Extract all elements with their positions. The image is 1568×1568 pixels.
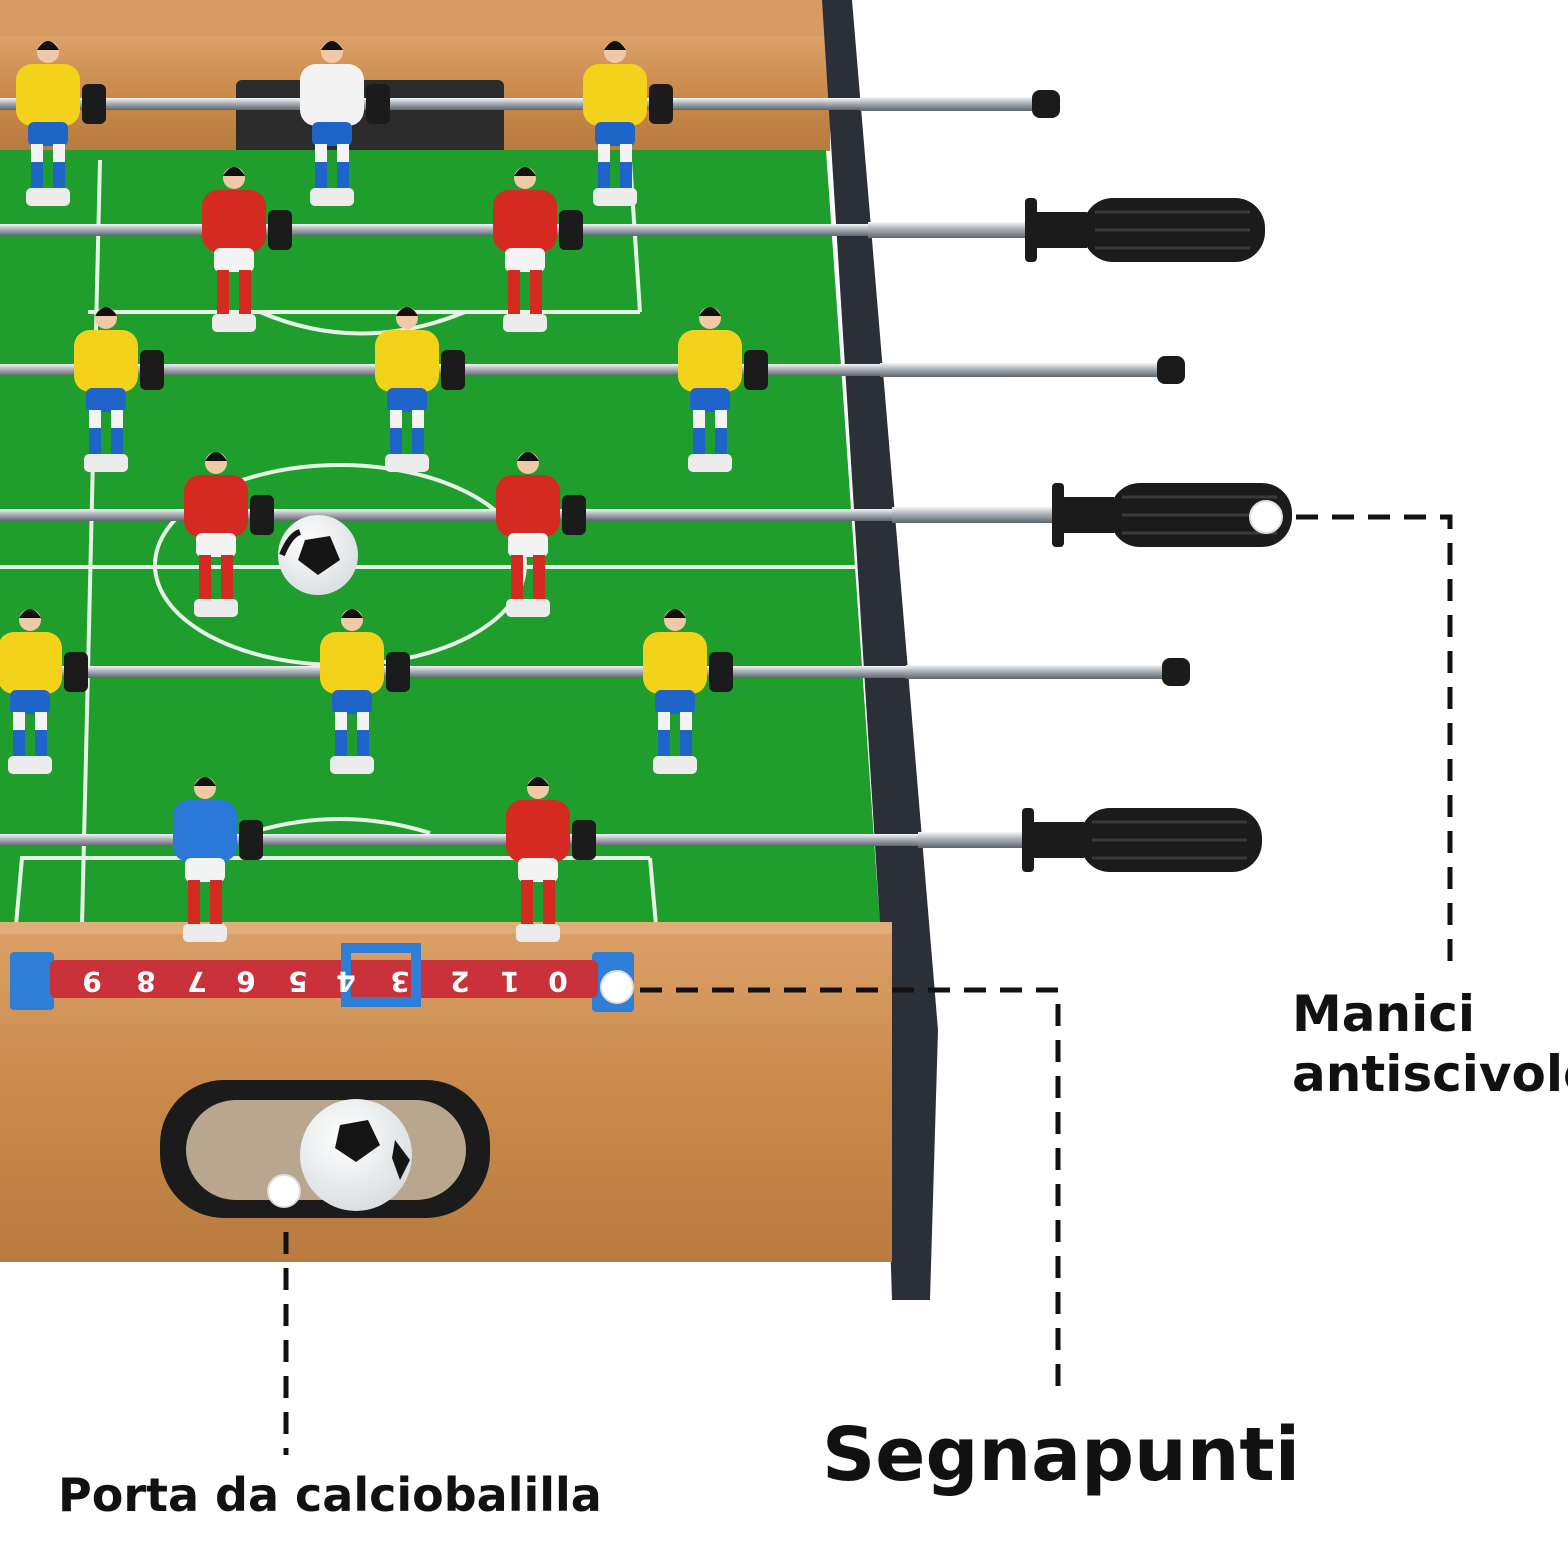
scoreboard-digit: 7 bbox=[187, 965, 206, 998]
scoreboard-digit: 6 bbox=[236, 965, 255, 998]
goal-callout-label: Porta da calciobalilla bbox=[58, 1468, 602, 1522]
grip-handle bbox=[1025, 198, 1265, 262]
grip-handle bbox=[1022, 808, 1262, 872]
scoreboard-digit: 3 bbox=[390, 965, 409, 998]
rod-extension bbox=[918, 832, 1022, 848]
rod bbox=[0, 666, 906, 678]
rod-end-cap bbox=[1162, 658, 1190, 686]
scoreboard-callout-label: Segnapunti bbox=[822, 1412, 1301, 1498]
rod-extension bbox=[860, 97, 1038, 111]
back-wall bbox=[0, 0, 830, 40]
handles-callout-line2: antiscivolo bbox=[1292, 1045, 1568, 1103]
player-figure bbox=[300, 41, 390, 206]
rod bbox=[0, 364, 880, 376]
pitch-ball bbox=[278, 515, 358, 595]
scoreboard-digit: 2 bbox=[450, 965, 469, 998]
player-figure bbox=[74, 307, 164, 472]
player-figure bbox=[496, 452, 586, 617]
side-frame bbox=[822, 0, 938, 1300]
player-figure bbox=[173, 777, 263, 942]
rod bbox=[0, 224, 868, 236]
scoreboard bbox=[10, 943, 634, 1012]
player-figure bbox=[16, 41, 106, 206]
front-wall-top bbox=[0, 922, 892, 934]
rod bbox=[0, 98, 860, 110]
player-figure bbox=[583, 41, 673, 206]
scoreboard-digit: 8 bbox=[136, 965, 155, 998]
player-figure bbox=[320, 609, 410, 774]
player-figures bbox=[0, 41, 768, 942]
player-figure bbox=[375, 307, 465, 472]
handles-callout-label: Manici antiscivolo bbox=[1292, 984, 1568, 1104]
grip-handle bbox=[1052, 483, 1292, 547]
rod-extension bbox=[868, 222, 1025, 238]
player-figure bbox=[184, 452, 274, 617]
rod-end-cap bbox=[1157, 356, 1185, 384]
rod-extension bbox=[906, 665, 1168, 679]
rod-extension bbox=[880, 363, 1163, 377]
handles-callout-line1: Manici bbox=[1292, 985, 1476, 1043]
goal-opening bbox=[160, 1080, 490, 1218]
rod bbox=[0, 834, 918, 846]
callout-dots bbox=[267, 500, 1283, 1208]
rod-extension bbox=[892, 507, 1052, 523]
player-figure bbox=[493, 167, 583, 332]
scoreboard-digit: 4 bbox=[336, 965, 355, 998]
scoreboard-digit: 0 bbox=[548, 965, 567, 998]
rod-end-cap bbox=[1032, 90, 1060, 118]
player-figure bbox=[678, 307, 768, 472]
player-figure bbox=[643, 609, 733, 774]
rod bbox=[0, 509, 892, 521]
scoreboard-digit: 9 bbox=[82, 965, 101, 998]
player-figure bbox=[0, 609, 88, 774]
pitch bbox=[0, 150, 880, 925]
player-figure bbox=[506, 777, 596, 942]
scoreboard-digit: 1 bbox=[500, 965, 519, 998]
scoreboard-digit: 5 bbox=[288, 965, 307, 998]
player-figure bbox=[202, 167, 292, 332]
callout-lines bbox=[283, 514, 1453, 1455]
